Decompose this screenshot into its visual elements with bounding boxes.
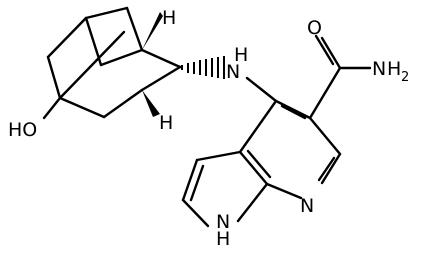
- bond: [58, 30, 126, 100]
- stereo-hydrogen-top-label: H: [162, 7, 176, 29]
- bond: [46, 55, 62, 100]
- bond: [99, 48, 144, 67]
- carboxamide: [308, 34, 372, 120]
- bond: [58, 96, 106, 119]
- amine-hydrogen-label: H: [234, 44, 248, 66]
- bond: [84, 6, 129, 20]
- hashed-wedge-bond: [142, 12, 163, 50]
- hydroxyl-label: HO: [8, 119, 37, 141]
- bond: [320, 152, 342, 185]
- oxygen-label: O: [307, 17, 322, 39]
- bond: [195, 150, 242, 162]
- bond: [181, 158, 199, 202]
- amide-hydrogen-label: H: [387, 58, 401, 80]
- bond: [236, 182, 269, 223]
- pyridine-ring: [238, 99, 342, 200]
- bond: [140, 65, 182, 92]
- pyrrole-nitrogen-label: N: [216, 211, 230, 233]
- adamantane-cage: [42, 6, 182, 120]
- bond: [308, 116, 342, 156]
- stereo-hydrogen-bottom-label: H: [159, 112, 173, 134]
- wedge-bond: [142, 90, 160, 117]
- bond: [246, 149, 272, 179]
- bond: [189, 164, 205, 202]
- amine-nitrogen-label: N: [226, 61, 240, 83]
- bond: [320, 36, 342, 70]
- amide-nitrogen-label: N: [372, 58, 386, 80]
- pyrrole-ring: [181, 150, 269, 228]
- bond: [274, 99, 312, 120]
- bond: [308, 66, 342, 120]
- bond: [46, 16, 88, 59]
- pyrrole-hydrogen-label: H: [216, 228, 230, 250]
- bond: [280, 104, 307, 120]
- bond: [42, 96, 62, 120]
- bond: [238, 99, 278, 154]
- bond: [125, 6, 144, 52]
- bond: [238, 150, 269, 186]
- bond: [245, 76, 278, 103]
- bond: [265, 182, 303, 200]
- bond: [181, 198, 210, 228]
- bond: [314, 34, 335, 66]
- bond: [317, 156, 336, 182]
- pyridine-nitrogen-label: N: [300, 195, 314, 217]
- bond: [102, 88, 144, 119]
- bond: [140, 48, 182, 69]
- amide-hydrogen-count: 2: [401, 70, 409, 85]
- hashed-bond-to-amine: [181, 56, 225, 79]
